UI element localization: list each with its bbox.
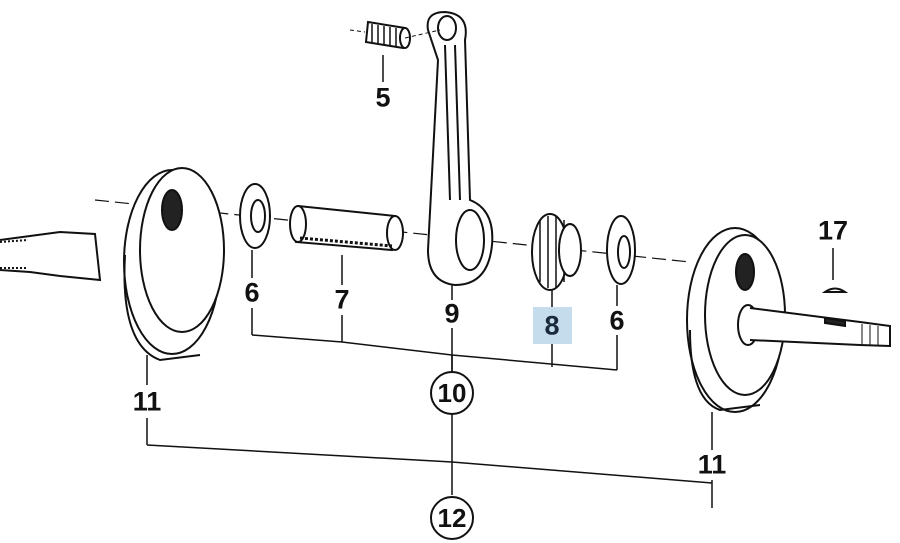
crank-pin xyxy=(289,204,404,252)
part-label-6-right[interactable]: 6 xyxy=(609,305,625,336)
connecting-rod xyxy=(404,10,494,287)
left-shaft xyxy=(0,230,102,282)
highlight-box xyxy=(533,307,572,344)
washer-right xyxy=(606,215,636,285)
left-flywheel xyxy=(123,167,225,362)
leader-lines xyxy=(146,55,834,508)
part-label-5[interactable]: 5 xyxy=(375,82,391,113)
small-end-bearing xyxy=(349,20,411,50)
right-flywheel xyxy=(686,227,786,413)
big-end-bearing xyxy=(531,213,582,291)
part-label-11-right[interactable]: 11 xyxy=(697,449,727,480)
right-shaft xyxy=(749,307,891,348)
part-label-7[interactable]: 7 xyxy=(334,284,350,315)
part-label-17[interactable]: 17 xyxy=(817,215,849,246)
part-label-11-left[interactable]: 11 xyxy=(132,386,162,417)
washer-left xyxy=(239,183,271,249)
assembly-label-10[interactable]: 10 xyxy=(430,371,474,415)
part-label-9[interactable]: 9 xyxy=(444,298,460,329)
assembly-label-12[interactable]: 12 xyxy=(430,496,474,540)
part-label-6-left[interactable]: 6 xyxy=(244,277,260,308)
part-label-8[interactable]: 8 xyxy=(544,310,560,341)
woodruff-key xyxy=(821,287,849,293)
